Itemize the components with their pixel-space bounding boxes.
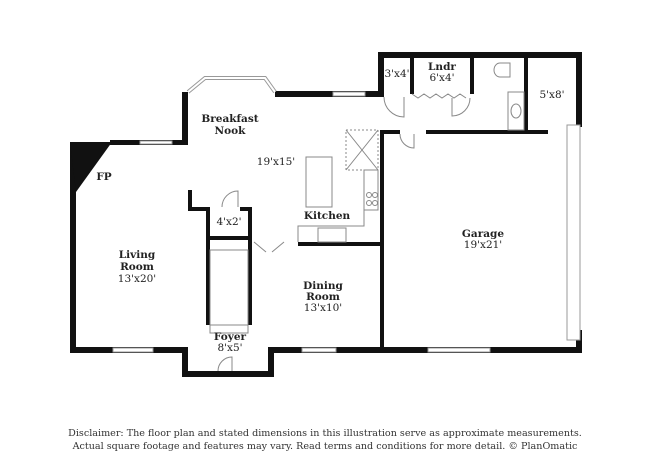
room-label-dining: Dining	[303, 280, 343, 292]
room-label-kitchen: Kitchen	[304, 210, 351, 222]
room-dim-foyer: 8'x5'	[217, 342, 242, 354]
room-dim-laundry: 6'x4'	[429, 72, 454, 84]
room-label-room: Room	[120, 261, 154, 273]
room-dim-dining: 13'x10'	[304, 302, 342, 314]
fireplace-label: FP	[96, 171, 111, 183]
room-label-dining-room: Room	[306, 291, 340, 303]
windows	[112, 76, 581, 353]
room-label-laundry: Lndr	[428, 61, 456, 73]
room-label-breakfast: Breakfast	[201, 113, 258, 125]
room-label-foyer: Foyer	[214, 331, 247, 343]
room-dim-garage: 19'x21'	[464, 239, 502, 251]
fixtures	[209, 62, 525, 372]
bath-dim: 5'x8'	[539, 89, 564, 101]
stair-closet-dim: 4'x2'	[216, 216, 241, 228]
room-dim-kitchen: 19'x15'	[257, 156, 295, 168]
room-dim-living: 13'x20'	[118, 273, 156, 285]
disclaimer-line-2: Actual square footage and features may v…	[72, 441, 578, 452]
closet-dim: 3'x4'	[384, 68, 409, 80]
room-label-nook: Nook	[215, 125, 247, 137]
room-label-living: Living	[119, 249, 156, 261]
room-label-garage: Garage	[462, 228, 504, 240]
disclaimer-line-1: Disclaimer: The floor plan and stated di…	[68, 428, 582, 439]
fireplace	[70, 142, 112, 192]
